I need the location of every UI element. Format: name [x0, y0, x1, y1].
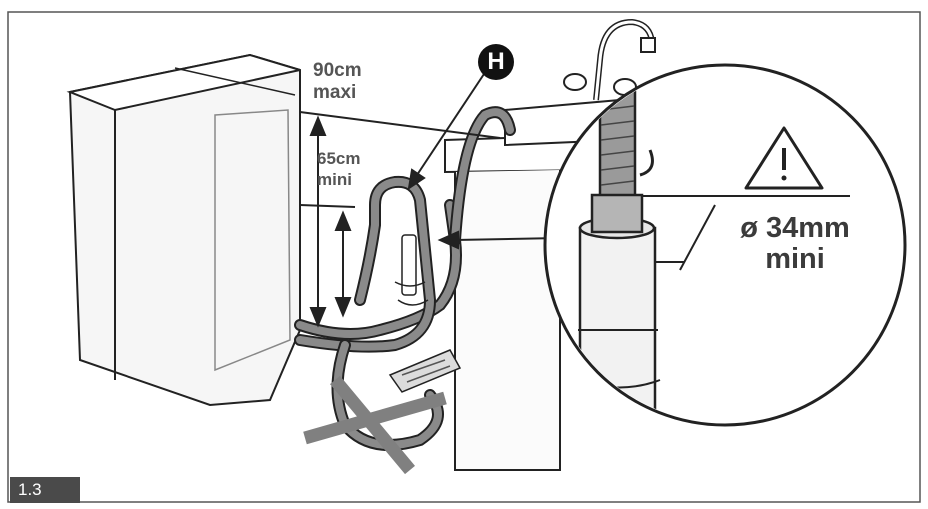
min-height-value: 65cm [317, 149, 361, 168]
prohibited-cross-icon [303, 375, 447, 475]
diameter-leaders [642, 195, 850, 271]
marker-leader [407, 73, 485, 191]
diagram-border [7, 11, 921, 503]
diameter-value: ø 34mm [740, 212, 850, 244]
min-height-label: 65cm mini [317, 148, 360, 190]
arrow-icon [437, 230, 561, 250]
figure-number: 1.3 [18, 480, 42, 499]
drain-hose [294, 106, 516, 451]
marker-h-letter: H [487, 48, 505, 75]
marker-h [478, 44, 514, 80]
detail-magnifier [543, 63, 907, 427]
max-height-label: 90cm maxi [313, 60, 362, 104]
washing-machine [66, 53, 301, 407]
diameter-word: mini [765, 243, 825, 275]
figure-number-badge: 1.3 [10, 477, 80, 503]
floor-drain [388, 349, 462, 393]
diameter-label: ø 34mm mini [715, 213, 875, 275]
warning-triangle-icon [744, 126, 824, 190]
max-height-word: maxi [313, 82, 357, 103]
height-measurement [299, 111, 501, 328]
hose-guide [394, 234, 429, 306]
min-height-word: mini [317, 170, 352, 189]
max-height-value: 90cm [313, 60, 362, 81]
